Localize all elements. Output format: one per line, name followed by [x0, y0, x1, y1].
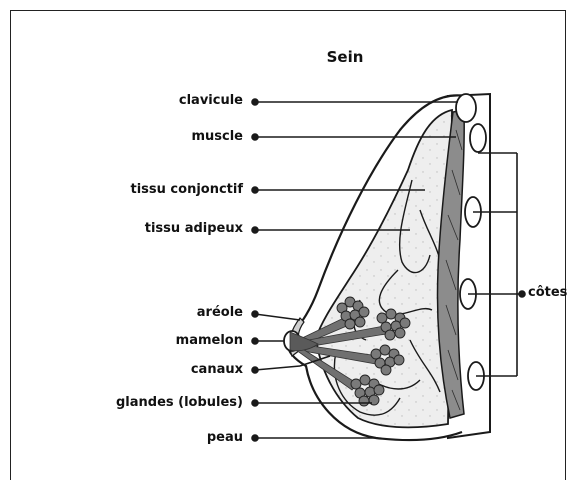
rib: [470, 124, 486, 152]
leader-dot-cotes: [519, 291, 525, 297]
clavicle-bone: [456, 94, 476, 122]
